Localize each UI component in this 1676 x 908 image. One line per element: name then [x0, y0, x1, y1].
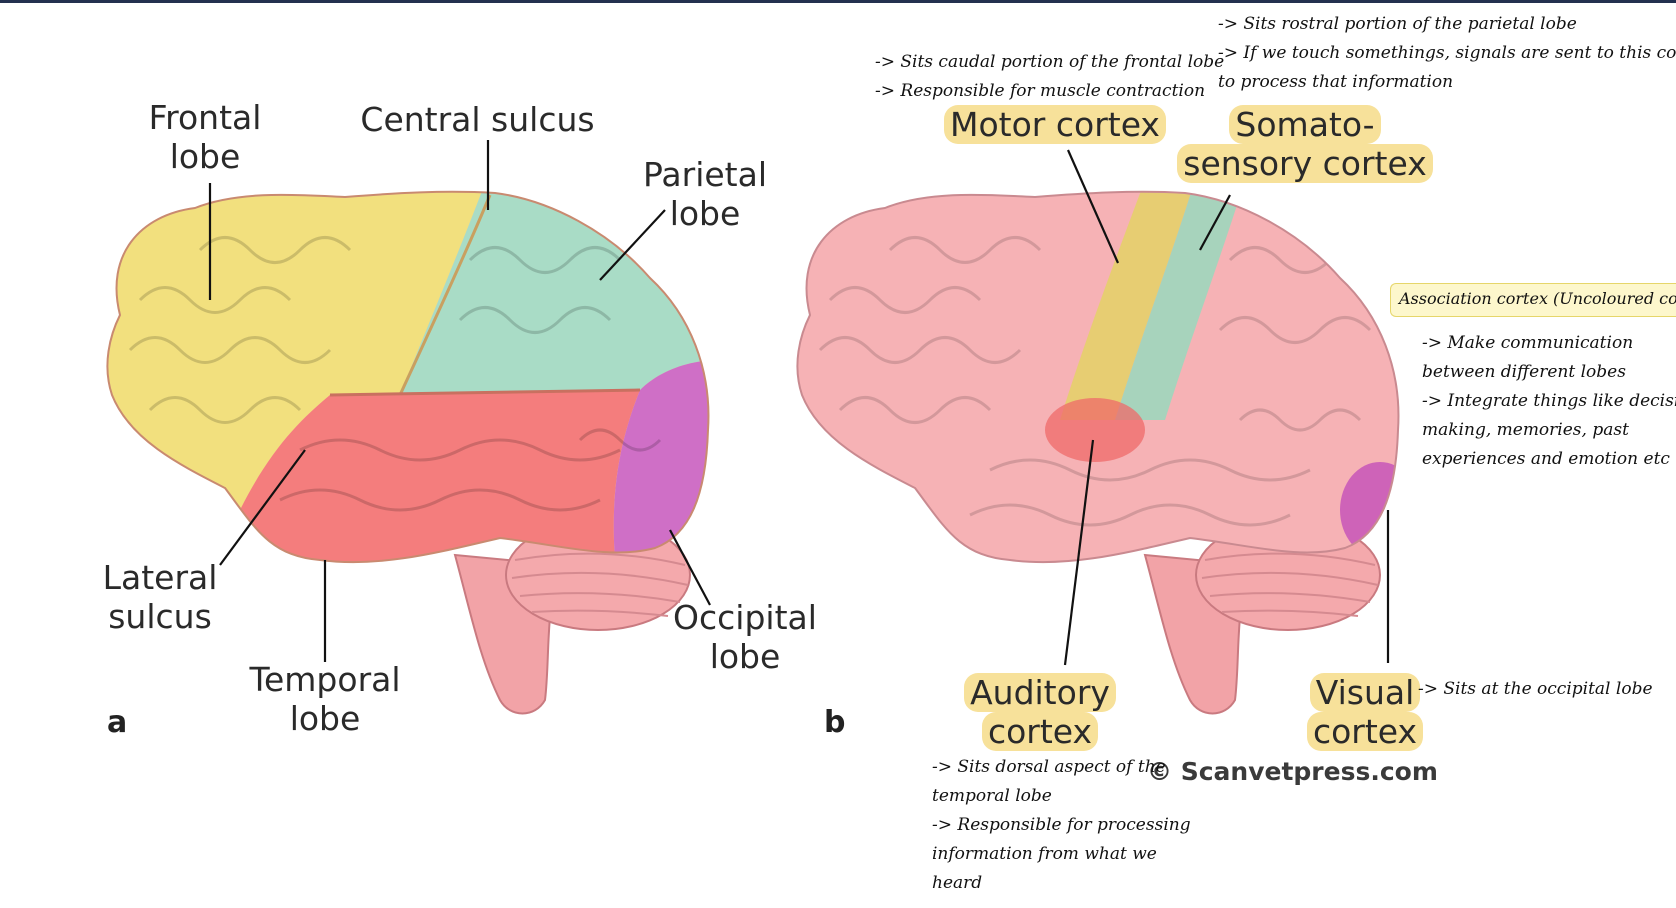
- cerebrum-a: [106, 190, 710, 564]
- auditory-note-2: temporal lobe: [932, 786, 1052, 806]
- frontal-lobe-line1: Frontal: [148, 98, 262, 137]
- auditory-cortex-region: [1045, 398, 1145, 462]
- visual-line1: Visual: [1309, 673, 1421, 712]
- visual-line2: cortex: [1306, 712, 1424, 751]
- frontal-region: [107, 191, 490, 510]
- brain-b: [796, 149, 1400, 715]
- copyright-text: © Scanvetpress.com: [1147, 757, 1438, 786]
- panel-label-a: a: [107, 705, 128, 740]
- somatosensory-note-3: to process that information: [1218, 72, 1454, 92]
- auditory-cortex-label: Auditory cortex: [960, 673, 1120, 751]
- association-note-3: -> Integrate things like decision: [1422, 391, 1676, 411]
- motor-cortex-text: Motor cortex: [944, 105, 1166, 144]
- auditory-note-1: -> Sits dorsal aspect of the: [932, 757, 1166, 777]
- central-sulcus-label: Central sulcus: [355, 100, 600, 139]
- association-notes: -> Make communication between different …: [1422, 329, 1676, 474]
- motor-cortex-region: [1060, 191, 1195, 420]
- temporal-region: [240, 390, 640, 563]
- parietal-lobe-label: Parietal lobe: [630, 155, 780, 233]
- cerebrum-b: [796, 190, 1400, 564]
- top-border: [0, 0, 1676, 3]
- lateral-sulcus-line1: Lateral: [102, 558, 218, 597]
- auditory-note-4: information from what we: [932, 844, 1157, 864]
- temporal-lobe-line1: Temporal: [249, 660, 401, 699]
- leader-lines-b: [1063, 149, 1390, 666]
- association-note-2: between different lobes: [1422, 362, 1626, 382]
- somatosensory-note-1: -> Sits rostral portion of the parietal …: [1218, 14, 1577, 34]
- temporal-lobe-line2: lobe: [289, 699, 361, 738]
- somatosensory-note-2: -> If we touch somethings, signals are s…: [1218, 43, 1676, 63]
- auditory-note-3: -> Responsible for processing: [932, 815, 1191, 835]
- auditory-note-5: heard: [932, 873, 983, 893]
- auditory-line2: cortex: [981, 712, 1099, 751]
- temporal-lobe-label: Temporal lobe: [245, 660, 405, 738]
- somatosensory-cortex-label: Somato- sensory cortex: [1175, 105, 1435, 183]
- lateral-sulcus-label: Lateral sulcus: [95, 558, 225, 636]
- somatosensory-cortex-region: [1115, 191, 1245, 420]
- visual-note: -> Sits at the occipital lobe: [1418, 679, 1653, 699]
- association-note-5: experiences and emotion etc: [1422, 449, 1670, 469]
- occipital-lobe-line2: lobe: [709, 637, 781, 676]
- brain-a: [106, 140, 711, 715]
- association-note-1: -> Make communication: [1422, 333, 1634, 353]
- association-cortex-box: Association cortex (Uncoloured cortex): [1390, 283, 1676, 317]
- motor-notes: -> Sits caudal portion of the frontal lo…: [875, 48, 1224, 106]
- lateral-sulcus-line2: sulcus: [108, 597, 212, 636]
- visual-cortex-label: Visual cortex: [1300, 673, 1430, 751]
- occipital-lobe-line1: Occipital: [673, 598, 817, 637]
- occipital-lobe-label: Occipital lobe: [665, 598, 825, 676]
- parietal-lobe-line2: lobe: [669, 194, 741, 233]
- panel-label-b: b: [824, 705, 846, 740]
- motor-note-2: -> Responsible for muscle contraction: [875, 81, 1206, 101]
- somatosensory-line2: sensory cortex: [1177, 144, 1433, 183]
- leader-lines-a: [208, 140, 711, 662]
- lateral-sulcus-line: [329, 388, 641, 397]
- frontal-lobe-label: Frontal lobe: [130, 98, 280, 176]
- motor-note-1: -> Sits caudal portion of the frontal lo…: [875, 52, 1225, 72]
- auditory-notes: -> Sits dorsal aspect of the temporal lo…: [932, 753, 1191, 898]
- association-note-4: making, memories, past: [1422, 420, 1629, 440]
- somatosensory-line1: Somato-: [1229, 105, 1381, 144]
- somatosensory-notes: -> Sits rostral portion of the parietal …: [1218, 10, 1676, 97]
- auditory-line1: Auditory: [964, 673, 1116, 712]
- frontal-lobe-line2: lobe: [169, 137, 241, 176]
- central-sulcus-text: Central sulcus: [360, 100, 595, 139]
- motor-cortex-label: Motor cortex: [935, 105, 1175, 144]
- central-sulcus-line: [398, 194, 492, 396]
- parietal-lobe-line1: Parietal: [642, 155, 767, 194]
- visual-cortex-region: [1340, 462, 1399, 558]
